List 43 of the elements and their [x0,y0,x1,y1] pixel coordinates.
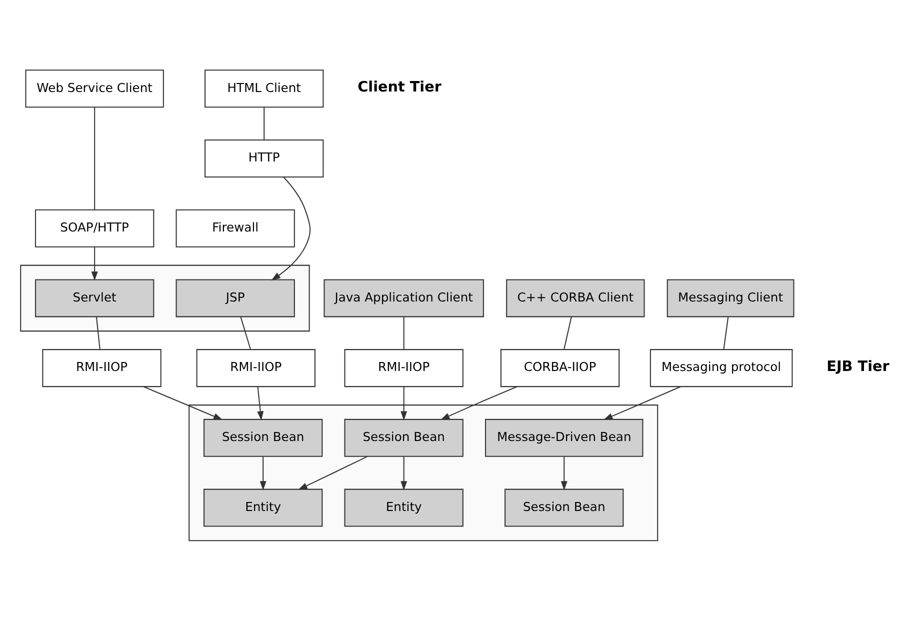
arrow [144,386,223,420]
cluster [188,404,658,541]
arrow [560,456,568,490]
connector [96,316,100,349]
label: EJB Tier [826,358,890,374]
connector [264,106,265,139]
node-box: C++ CORBA Client [506,278,645,317]
connector [94,106,96,210]
label: Client Tier [358,78,442,95]
node-box: Firewall [176,208,295,247]
node-box: HTTP [204,138,324,177]
node-box: RMI-IIOP [42,348,162,387]
node-box: Messaging protocol [650,348,793,387]
node-box: Entity [204,488,323,526]
node-box: SOAP/HTTP [35,208,154,247]
node-box: Message-Driven Bean [485,418,644,456]
arrow [400,456,408,490]
arrow [91,246,98,280]
arrow [603,386,681,420]
node-box: Java Application Client [324,278,484,317]
node-box: Session Bean [344,418,464,456]
connector [240,316,251,349]
node-box: Session Bean [504,488,624,526]
cluster [20,264,310,332]
connector [564,316,572,349]
arrow [298,456,368,490]
arrow [271,176,311,280]
node-box: RMI-IIOP [196,348,316,387]
node-box: HTML Client [204,69,324,108]
node-box: Messaging Client [666,278,794,317]
node-box: Entity [344,488,464,526]
node-box: CORBA-IIOP [500,348,620,387]
node-box: Session Bean [204,418,323,456]
connector [403,316,404,349]
arrow [260,456,266,490]
node-box: RMI-IIOP [344,348,464,387]
connector [723,316,729,349]
arrow [400,386,408,420]
arrow [440,386,518,420]
node-box: Servlet [35,278,154,317]
node-box: JSP [176,278,295,317]
arrow [257,386,264,420]
node-box: Web Service Client [25,69,164,108]
